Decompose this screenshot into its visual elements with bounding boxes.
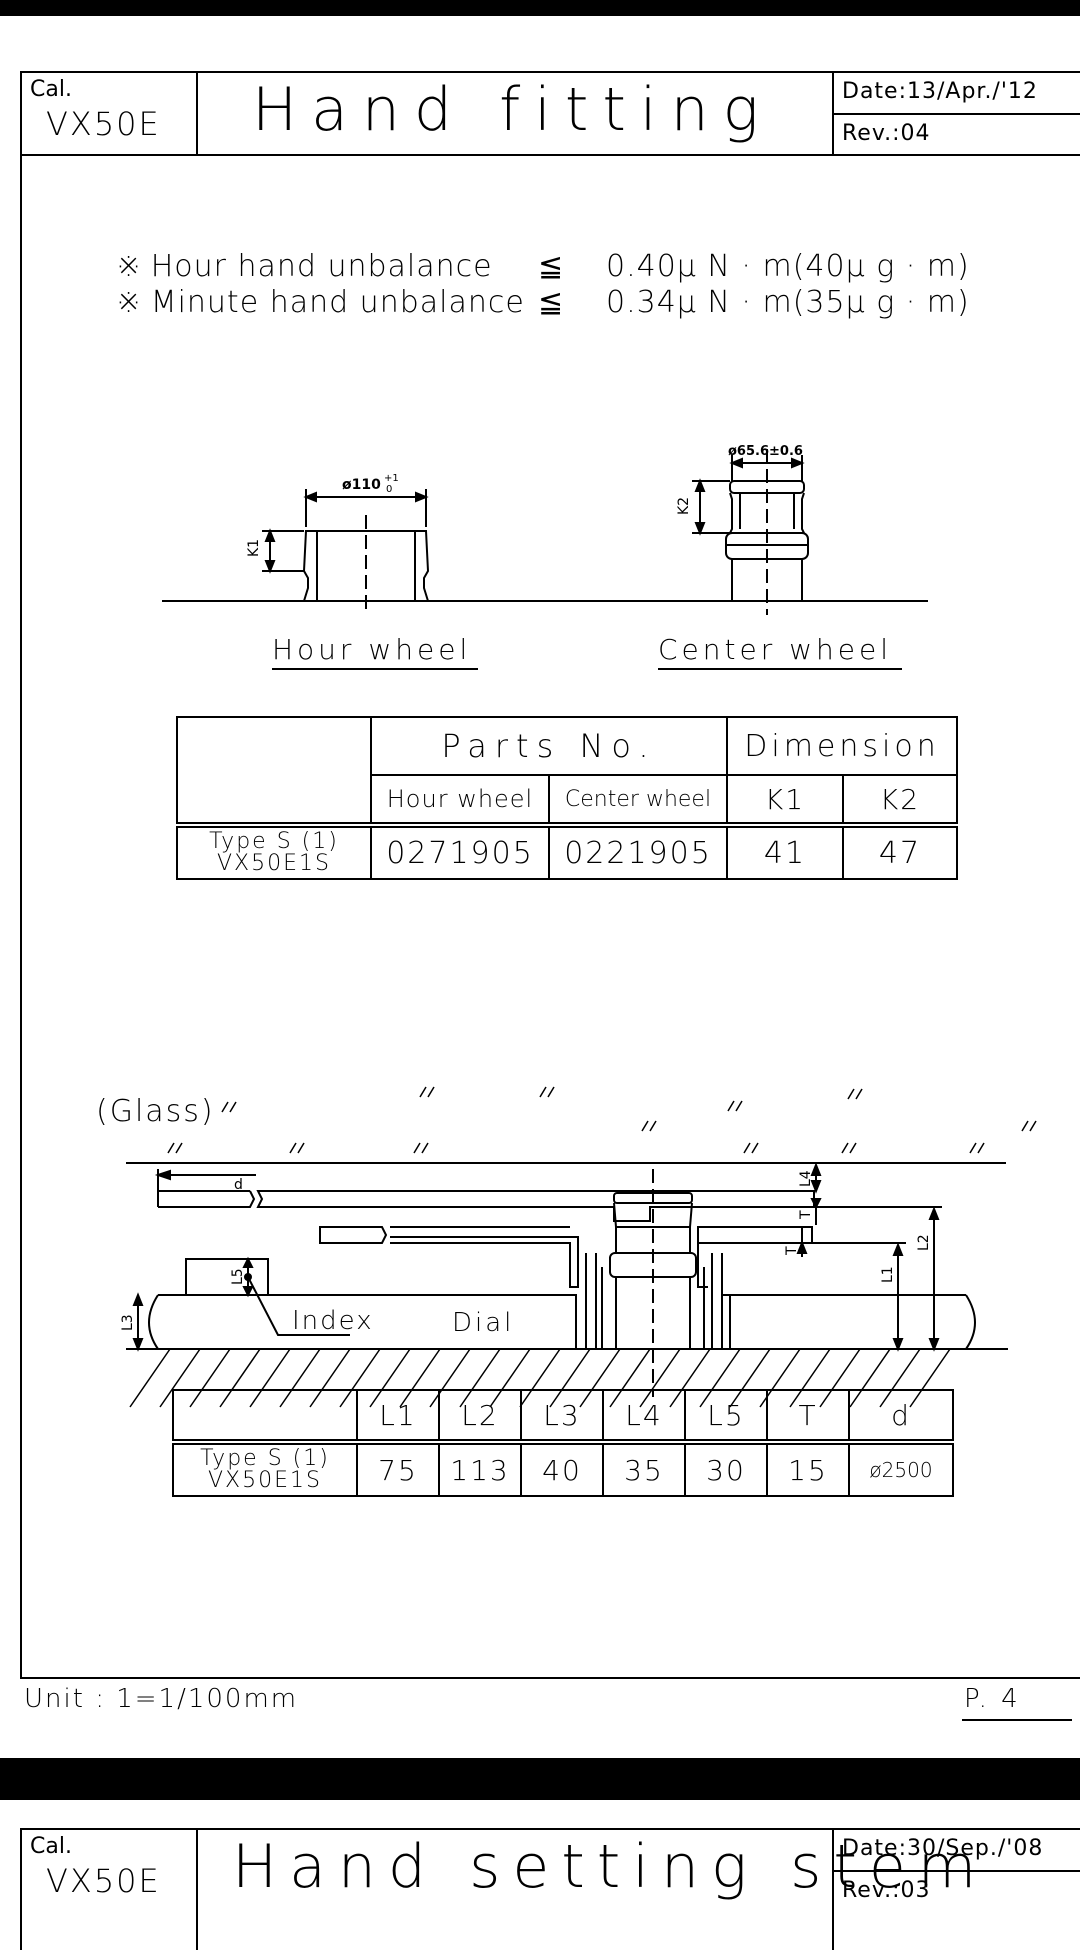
l5-label: L5 [230, 1268, 246, 1285]
l1-value: 75 [356, 1439, 440, 1497]
center-wheel-part-no: 0221905 [548, 822, 728, 880]
row-label: Type S (1) VX50E1S [176, 822, 372, 880]
row-label-type: Type S (1) [209, 829, 339, 854]
center-wheel-header: Center wheel [548, 774, 728, 826]
hour-dim-label: ø110 [342, 477, 381, 493]
t-header: T [766, 1389, 850, 1443]
t-label-lower: T [784, 1246, 800, 1256]
glass-hatch [167, 1086, 1037, 1154]
l4-value: 35 [602, 1439, 686, 1497]
page-separator [0, 1758, 1080, 1800]
row-label-caliber: VX50E1S [208, 1468, 322, 1493]
note-hour: ※ Hour hand unbalance ≦ 0.40μ N · m(40μ … [116, 249, 1016, 285]
k1-value: 41 [726, 822, 844, 880]
note-label: Hour hand unbalance [150, 249, 493, 284]
l1-header: L1 [356, 1389, 440, 1443]
note-value: 0.40μ N · m(40μ g · m) [606, 249, 970, 284]
row-label-caliber: VX50E1S [217, 851, 331, 876]
center-wheel-drawing [692, 449, 809, 615]
l3-label: L3 [120, 1314, 136, 1331]
hour-tol-bot: 0 [386, 484, 392, 495]
dimension-table: L1 L2 L3 L4 L5 T d Type S (1) VX50E1S 75… [172, 1389, 954, 1497]
note-value: 0.34μ N · m(35μ g · m) [606, 285, 970, 320]
hour-wheel-caption: Hour wheel [272, 633, 471, 666]
rev-text: Rev.:04 [842, 121, 931, 146]
cal-label-2: Cal. [30, 1834, 72, 1859]
caliber-number: VX50E [46, 105, 161, 143]
date-text: Date:13/Apr./'12 [842, 79, 1038, 104]
section-diagram: (Glass) [96, 1086, 1037, 1408]
note-label: Minute hand unbalance [150, 285, 525, 320]
glass-label: (Glass) [96, 1094, 215, 1129]
dimension-header: Dimension [726, 716, 958, 776]
l4-label: L4 [798, 1170, 814, 1187]
title-block: Cal. VX50E Hand fitting Date:13/Apr./'12… [22, 73, 1080, 156]
note-mark: ※ [116, 285, 142, 320]
dial-label: Dial [452, 1308, 514, 1338]
note-minute: ※ Minute hand unbalance ≦ 0.34μ N · m(35… [116, 285, 1016, 321]
date-divider-2 [834, 1870, 1080, 1872]
caliber-cell-2: Cal. VX50E [22, 1830, 198, 1950]
d-header: d [848, 1389, 954, 1443]
base-hatch [129, 1348, 951, 1408]
date-rev-cell-2: Date:30/Sep./'08 Rev.:03 [832, 1830, 1080, 1950]
center-dim-label: ø65.6±0.6 [728, 444, 803, 459]
l5-header: L5 [684, 1389, 768, 1443]
unit-note: Unit : 1=1/100mm [24, 1684, 299, 1714]
k2-header: K2 [842, 774, 958, 826]
row-label-type: Type S (1) [200, 1446, 330, 1471]
page-number: P. 4 [964, 1684, 1021, 1714]
wheel-diagram: ø110 +1 0 K1 ø65.6±0.6 K2 Ho [162, 444, 928, 670]
hour-tol-top: +1 [384, 473, 399, 484]
page-number-underline [962, 1719, 1072, 1721]
caliber-number-2: VX50E [46, 1862, 161, 1900]
parts-table-corner [176, 716, 372, 826]
note-symbol: ≦ [538, 285, 564, 320]
k1-header: K1 [726, 774, 844, 826]
hour-wheel-drawing [262, 489, 430, 613]
page-title: Hand fitting [252, 75, 773, 145]
rev-text-2: Rev.:03 [842, 1878, 931, 1903]
t-label-upper: T [798, 1210, 814, 1220]
drawing-sheet-2: Cal. VX50E Hand setting stem Date:30/Sep… [20, 1828, 1080, 1950]
k2-value: 47 [842, 822, 958, 880]
d-value: ø2500 [848, 1439, 954, 1497]
date-rev-cell: Date:13/Apr./'12 Rev.:04 [832, 73, 1080, 154]
k2-label: K2 [676, 497, 692, 515]
parts-table: Parts No. Dimension Hour wheel Center wh… [176, 716, 958, 880]
l2-label: L2 [916, 1234, 932, 1251]
k1-label: K1 [246, 539, 262, 557]
date-divider [834, 113, 1080, 115]
l3-header: L3 [520, 1389, 604, 1443]
cal-label: Cal. [30, 77, 72, 102]
top-band [0, 0, 1080, 16]
l2-value: 113 [438, 1439, 522, 1497]
movement-section [126, 1162, 1008, 1397]
d-label: d [234, 1177, 243, 1193]
l5-value: 30 [684, 1439, 768, 1497]
parts-no-header: Parts No. [370, 716, 728, 776]
l3-value: 40 [520, 1439, 604, 1497]
row-label: Type S (1) VX50E1S [172, 1439, 358, 1497]
center-wheel-caption: Center wheel [658, 633, 892, 666]
l4-header: L4 [602, 1389, 686, 1443]
note-symbol: ≦ [538, 249, 564, 284]
date-text-2: Date:30/Sep./'08 [842, 1836, 1044, 1861]
index-label: Index [292, 1306, 374, 1336]
drawing-sheet: Cal. VX50E Hand fitting Date:13/Apr./'12… [20, 71, 1080, 1679]
dim-table-corner [172, 1389, 358, 1443]
l1-label: L1 [880, 1266, 896, 1283]
page-title-2: Hand setting stem [232, 1832, 989, 1902]
note-mark: ※ [116, 249, 142, 284]
t-value: 15 [766, 1439, 850, 1497]
l2-header: L2 [438, 1389, 522, 1443]
caliber-cell: Cal. VX50E [22, 73, 198, 154]
unbalance-notes: ※ Hour hand unbalance ≦ 0.40μ N · m(40μ … [116, 249, 1016, 321]
hour-wheel-header: Hour wheel [370, 774, 550, 826]
hour-wheel-part-no: 0271905 [370, 822, 550, 880]
